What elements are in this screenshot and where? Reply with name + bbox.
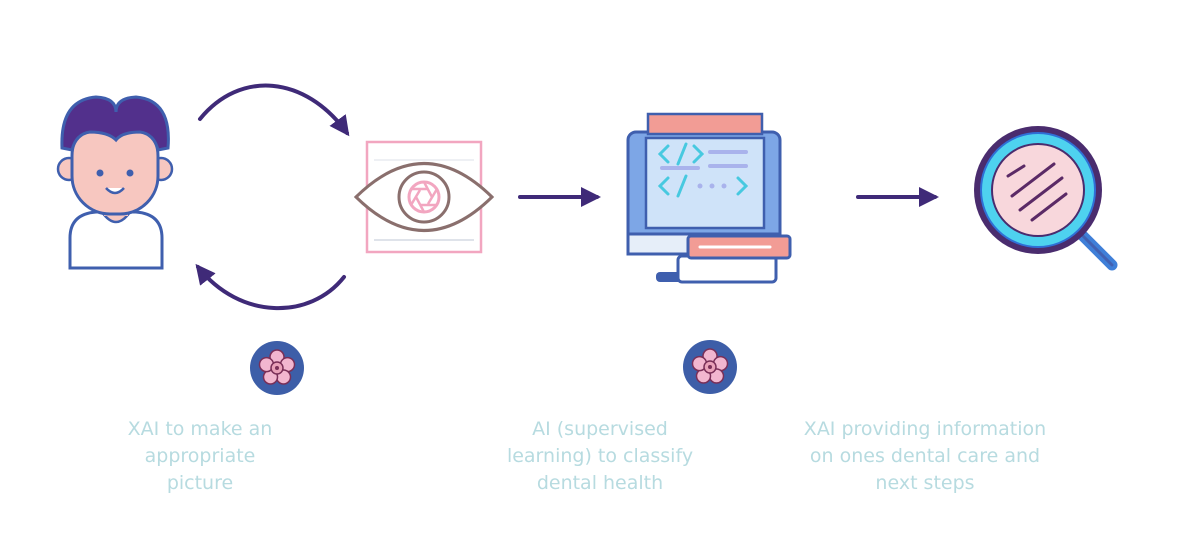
- caption-left-line-3: picture: [166, 472, 234, 494]
- caption-left-line-2: appropriate: [144, 445, 256, 467]
- flower-badge-icon: [682, 339, 738, 395]
- caption-middle-line-2: learning) to classify: [506, 445, 694, 467]
- caption-left-line-1: XAI to make an: [127, 418, 273, 440]
- caption-right-line-3: next steps: [875, 472, 975, 494]
- caption-middle-line-1: AI (supervised: [532, 418, 668, 440]
- computer-icon: [626, 112, 792, 284]
- arrow-person-to-eye: [198, 83, 350, 137]
- caption-middle: AI (supervised learning) to classify den…: [470, 416, 730, 497]
- caption-right-line-1: XAI providing information: [803, 418, 1047, 440]
- arrow-eye-to-person: [195, 263, 346, 310]
- person-icon: [56, 95, 174, 270]
- caption-middle-line-3: dental health: [536, 472, 664, 494]
- eye-icon: [353, 140, 495, 254]
- caption-right: XAI providing information on ones dental…: [780, 416, 1070, 497]
- flower-badge-icon: [249, 340, 305, 396]
- caption-left: XAI to make an appropriate picture: [70, 416, 330, 497]
- magnifier-icon: [974, 126, 1118, 271]
- caption-right-line-2: on ones dental care and: [809, 445, 1041, 467]
